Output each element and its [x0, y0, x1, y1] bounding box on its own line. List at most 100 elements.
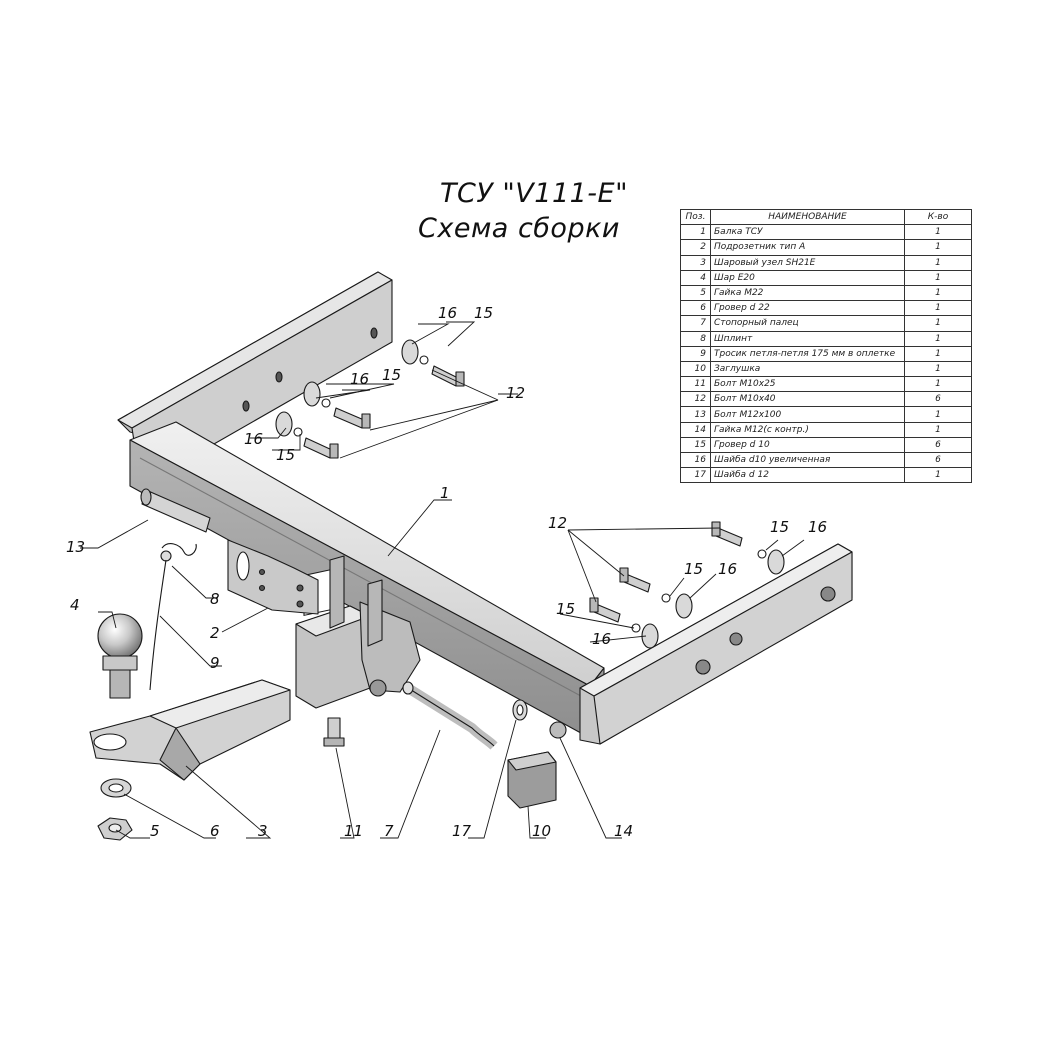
table-cell-name: Шайба d10 увеличенная [710, 451, 905, 469]
leader-lines [80, 321, 805, 839]
table-cell-name: Гайка M22 [710, 284, 905, 302]
callout-16-d: 16 [808, 518, 827, 536]
table-cell-name: Тросик петля-петля 175 мм в оплетке [710, 345, 905, 362]
table-cell-pos: 5 [680, 284, 711, 302]
table-cell-name: Подрозетник тип A [710, 239, 905, 256]
header-qty: К-во [904, 208, 972, 226]
nut-m12 [549, 721, 567, 739]
callout-15-b: 15 [382, 366, 401, 384]
table-cell-name: Шплинт [710, 330, 905, 347]
table-cell-pos: 9 [680, 345, 711, 362]
table-cell-pos: 2 [680, 239, 711, 256]
callout-13: 13 [66, 538, 85, 556]
table-cell-name: Стопорный палец [710, 315, 905, 332]
table-cell-pos: 11 [680, 376, 711, 393]
callout-15-f: 15 [556, 600, 575, 618]
table-cell-name: Болт M10x25 [710, 376, 905, 393]
callout-5: 5 [150, 822, 160, 840]
callout-10: 10 [532, 822, 551, 840]
locking-pin [402, 681, 498, 750]
table-cell-pos: 1 [680, 224, 711, 241]
socket-bracket [227, 539, 319, 615]
callout-15-d: 15 [770, 518, 789, 536]
left-side-bracket [117, 271, 393, 469]
table-cell-qty: 1 [904, 239, 972, 256]
left-bolt-set [275, 339, 465, 459]
table-cell-pos: 10 [680, 360, 711, 378]
table-cell-pos: 8 [680, 330, 711, 347]
callout-14: 14 [614, 822, 633, 840]
right-bolt-set [589, 521, 785, 649]
callout-8: 8 [210, 590, 220, 608]
table-cell-pos: 3 [680, 254, 711, 271]
callout-6: 6 [210, 822, 220, 840]
table-cell-qty: 1 [904, 330, 972, 347]
table-cell-qty: 6 [904, 436, 972, 454]
right-side-bracket [579, 543, 853, 745]
callout-12-left: 12 [506, 384, 525, 402]
table-cell-pos: 13 [680, 406, 711, 423]
callout-16-b: 16 [350, 370, 369, 388]
table-header-row: Поз. НАИМЕНОВАНИЕ К-во [680, 208, 972, 226]
table-cell-qty: 1 [904, 269, 972, 286]
callout-2: 2 [210, 624, 220, 642]
table-cell-pos: 12 [680, 391, 711, 408]
table-cell-qty: 1 [904, 421, 972, 438]
header-name: НАИМЕНОВАНИЕ [710, 208, 905, 226]
table-cell-pos: 4 [680, 269, 711, 286]
table-cell-name: Шаровый узел SH21E [710, 254, 905, 271]
tow-ball [97, 613, 143, 699]
diagram-title: ТСУ "V111-E" [440, 178, 629, 209]
table-cell-qty: 1 [904, 315, 972, 332]
lock-washer-d22 [100, 778, 132, 798]
table-cell-name: Гровер d 22 [710, 300, 905, 317]
callout-12-right: 12 [548, 514, 567, 532]
callout-15-e: 15 [684, 560, 703, 578]
bolt-m12x100 [140, 488, 211, 533]
table-cell-qty: 1 [904, 406, 972, 423]
table-cell-name: Болт M12x100 [710, 406, 905, 423]
header-pos: Поз. [680, 208, 711, 226]
table-cell-qty: 6 [904, 451, 972, 469]
callout-4: 4 [70, 596, 80, 614]
table-cell-qty: 1 [904, 376, 972, 393]
table-cell-pos: 6 [680, 300, 711, 317]
table-cell-name: Болт M10x40 [710, 391, 905, 408]
callout-16-f: 16 [592, 630, 611, 648]
callout-1: 1 [440, 484, 450, 502]
table-cell-qty: 1 [904, 300, 972, 317]
table-cell-pos: 16 [680, 451, 711, 469]
callout-16-a: 16 [438, 304, 457, 322]
end-cap [507, 751, 557, 809]
washer-d12 [512, 699, 528, 721]
table-cell-name: Гайка M12(с контр.) [710, 421, 905, 438]
table-cell-name: Заглушка [710, 360, 905, 378]
table-cell-qty: 1 [904, 284, 972, 302]
table-cell-qty: 1 [904, 467, 972, 484]
diagram-subtitle: Схема сборки [418, 213, 620, 244]
callout-15-a: 15 [474, 304, 493, 322]
callout-11: 11 [344, 822, 363, 840]
table-cell-name: Шар E20 [710, 269, 905, 286]
table-cell-qty: 1 [904, 254, 972, 271]
table-cell-qty: 6 [904, 391, 972, 408]
callout-3: 3 [258, 822, 268, 840]
callout-15-c: 15 [276, 446, 295, 464]
